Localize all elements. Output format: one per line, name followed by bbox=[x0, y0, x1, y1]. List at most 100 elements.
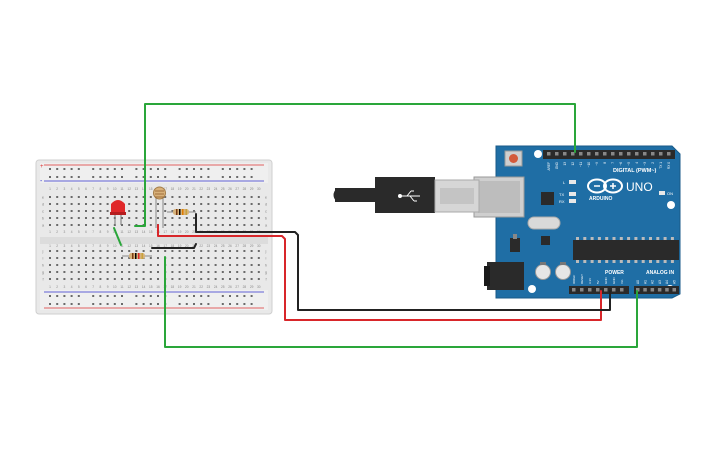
digital-pin-label: ~6 bbox=[619, 162, 623, 166]
power-pin[interactable] bbox=[612, 288, 616, 292]
rail-hole bbox=[135, 303, 138, 305]
column-number: 25 bbox=[221, 285, 225, 289]
breadboard-hole bbox=[85, 210, 87, 212]
breadboard-hole bbox=[135, 250, 138, 252]
rail-minus-label: - bbox=[40, 178, 43, 185]
breadboard-hole bbox=[178, 196, 181, 198]
analog-pin[interactable] bbox=[665, 288, 669, 292]
rail-hole bbox=[142, 168, 145, 170]
breadboard-hole bbox=[257, 203, 260, 205]
digital-pin[interactable] bbox=[547, 152, 551, 156]
rail-hole bbox=[207, 168, 210, 170]
photoresistor-icon bbox=[153, 186, 166, 228]
breadboard-hole bbox=[257, 271, 260, 273]
breadboard-hole bbox=[85, 257, 87, 259]
breadboard-hole bbox=[135, 271, 138, 273]
column-number: 8 bbox=[100, 187, 102, 191]
chip-pin bbox=[649, 260, 652, 263]
power-pin[interactable] bbox=[604, 288, 608, 292]
power-pin[interactable] bbox=[620, 288, 624, 292]
breadboard-hole bbox=[106, 250, 109, 252]
breadboard-hole bbox=[243, 217, 246, 219]
column-number: 26 bbox=[228, 187, 232, 191]
digital-pin[interactable] bbox=[603, 152, 607, 156]
rail-hole bbox=[200, 295, 203, 297]
column-number: 20 bbox=[185, 285, 189, 289]
reset-button[interactable] bbox=[504, 150, 523, 167]
power-pin[interactable] bbox=[596, 288, 600, 292]
breadboard-hole bbox=[243, 250, 246, 252]
power-pin[interactable] bbox=[580, 288, 584, 292]
column-number: 11 bbox=[120, 187, 124, 191]
breadboard-hole bbox=[49, 250, 51, 252]
breadboard-hole bbox=[236, 203, 239, 205]
chip-pin bbox=[597, 260, 601, 263]
digital-pin[interactable] bbox=[619, 152, 623, 156]
row-letter: d bbox=[265, 202, 267, 207]
breadboard-hole bbox=[142, 250, 145, 252]
rail-hole bbox=[135, 168, 138, 170]
breadboard-hole bbox=[250, 196, 253, 198]
breadboard-hole bbox=[63, 196, 66, 198]
column-number: 6 bbox=[85, 230, 87, 234]
column-number: 18 bbox=[171, 285, 175, 289]
rail-hole bbox=[113, 168, 116, 170]
led-l-indicator bbox=[569, 180, 576, 184]
analog-pin[interactable] bbox=[672, 288, 677, 292]
rail-hole bbox=[200, 303, 203, 305]
breadboard-hole bbox=[92, 203, 95, 205]
column-number: 21 bbox=[192, 187, 196, 191]
column-number: 8 bbox=[100, 244, 102, 248]
column-number: 19 bbox=[178, 244, 182, 248]
analog-pin[interactable] bbox=[650, 288, 655, 292]
breadboard-hole bbox=[236, 250, 239, 252]
digital-pin[interactable] bbox=[555, 152, 559, 156]
rail-hole bbox=[200, 176, 203, 178]
column-number: 12 bbox=[127, 187, 131, 191]
power-pin-label: GND bbox=[612, 277, 616, 285]
breadboard-hole bbox=[63, 271, 66, 273]
analog-pin-label: A2 bbox=[651, 280, 655, 284]
breadboard-hole bbox=[257, 210, 260, 212]
digital-pin[interactable] bbox=[579, 152, 583, 156]
digital-pin[interactable] bbox=[595, 152, 599, 156]
breadboard-hole bbox=[171, 224, 174, 226]
rail-hole bbox=[185, 168, 188, 170]
digital-pin[interactable] bbox=[563, 152, 567, 156]
digital-pin[interactable] bbox=[635, 152, 639, 156]
power-pin[interactable] bbox=[572, 288, 576, 292]
digital-pin[interactable] bbox=[587, 152, 591, 156]
rail-hole bbox=[99, 168, 102, 170]
column-number: 12 bbox=[127, 285, 131, 289]
led-rx-indicator bbox=[569, 199, 576, 203]
analog-pin[interactable] bbox=[643, 288, 647, 292]
digital-pin[interactable] bbox=[643, 152, 647, 156]
breadboard-hole bbox=[171, 203, 174, 205]
breadboard-hole bbox=[70, 271, 73, 273]
digital-pin[interactable] bbox=[651, 152, 655, 156]
rail-hole bbox=[243, 295, 246, 297]
digital-pin[interactable] bbox=[627, 152, 631, 156]
breadboard-hole bbox=[128, 271, 131, 273]
column-number: 13 bbox=[135, 244, 139, 248]
rail-hole bbox=[178, 168, 181, 170]
breadboard-hole bbox=[92, 224, 95, 226]
breadboard-hole bbox=[229, 210, 231, 212]
analog-pin[interactable] bbox=[657, 288, 662, 292]
breadboard-hole bbox=[243, 278, 246, 280]
digital-pin[interactable] bbox=[659, 152, 663, 156]
breadboard-hole bbox=[128, 210, 131, 212]
digital-pin[interactable] bbox=[611, 152, 615, 156]
breadboard-hole bbox=[56, 271, 59, 273]
rail-hole bbox=[157, 295, 159, 297]
digital-pin[interactable] bbox=[667, 152, 671, 156]
breadboard-hole bbox=[200, 257, 203, 259]
breadboard-hole bbox=[157, 250, 159, 252]
breadboard-hole bbox=[142, 196, 145, 198]
analog-pin[interactable] bbox=[636, 288, 640, 292]
digital-pin[interactable] bbox=[571, 152, 575, 156]
rail-hole bbox=[157, 176, 159, 178]
rail-hole bbox=[149, 168, 152, 170]
power-pin[interactable] bbox=[588, 288, 592, 292]
breadboard-hole bbox=[257, 196, 260, 198]
